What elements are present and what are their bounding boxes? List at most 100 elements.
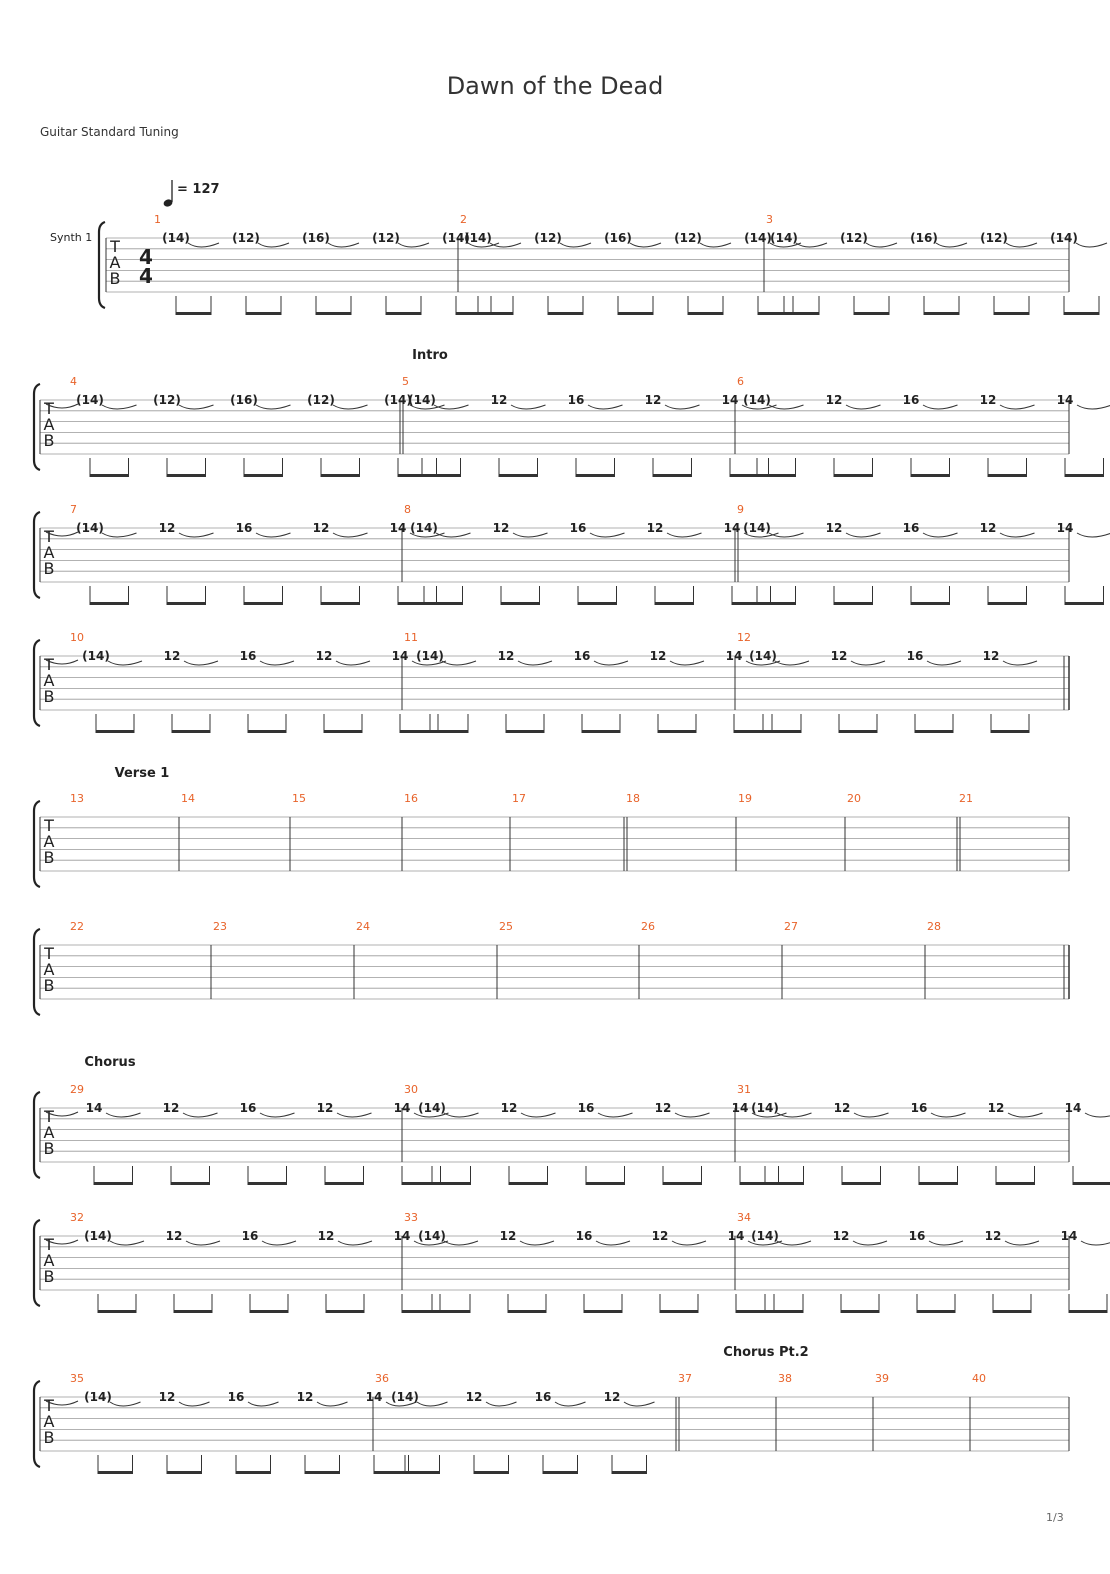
fret-number: 14 — [86, 1101, 103, 1115]
tie-arc — [664, 404, 700, 410]
tie-arc — [178, 404, 214, 410]
measure-number: 30 — [404, 1083, 418, 1096]
system-bracket — [32, 799, 41, 889]
measure-number: 38 — [778, 1372, 792, 1385]
fret-number: 16 — [911, 1101, 928, 1115]
tie-arc — [385, 1401, 417, 1407]
fret-number: 14 — [728, 1229, 745, 1243]
fret-number: (12) — [372, 231, 400, 245]
fret-number: 12 — [159, 1390, 176, 1404]
tie-arc — [776, 1112, 812, 1118]
tie-arc — [1084, 1112, 1110, 1118]
tab-clef-letter: T — [43, 1107, 54, 1126]
fret-number: (14) — [770, 231, 798, 245]
fret-number: (14) — [76, 393, 104, 407]
measure-number: 16 — [404, 792, 418, 805]
tab-clef-letter: B — [110, 269, 121, 288]
page-number: 1/3 — [1046, 1511, 1064, 1524]
fret-number: (12) — [307, 393, 335, 407]
fret-number: 12 — [985, 1229, 1002, 1243]
tie-arc — [930, 1112, 966, 1118]
tie-arc — [587, 404, 623, 410]
tie-arc — [666, 532, 702, 538]
measure-number: 21 — [959, 792, 973, 805]
tie-arc — [433, 404, 469, 410]
fret-number: (16) — [604, 231, 632, 245]
fret-number: 12 — [159, 521, 176, 535]
fret-number: 14 — [394, 1229, 411, 1243]
fret-number: 14 — [732, 1101, 749, 1115]
fret-number: 12 — [297, 1390, 314, 1404]
tie-arc — [435, 532, 471, 538]
measure-number: 40 — [972, 1372, 986, 1385]
tab-clef-letter: B — [44, 976, 55, 995]
tab-clef-letter: B — [44, 1428, 55, 1447]
fret-number: (14) — [743, 521, 771, 535]
fret-number: 16 — [568, 393, 585, 407]
tie-arc — [441, 660, 477, 666]
tie-arc — [922, 404, 958, 410]
measure-number: 35 — [70, 1372, 84, 1385]
quarter-note-icon — [163, 199, 173, 207]
fret-number: (14) — [743, 393, 771, 407]
fret-number: 16 — [578, 1101, 595, 1115]
tie-arc — [926, 660, 962, 666]
measure-number: 33 — [404, 1211, 418, 1224]
fret-number: (12) — [534, 231, 562, 245]
fret-number: (12) — [153, 393, 181, 407]
measure-number: 28 — [927, 920, 941, 933]
fret-number: 12 — [318, 1229, 335, 1243]
tie-arc — [257, 242, 290, 248]
tab-clef-letter: B — [44, 848, 55, 867]
tie-arc — [850, 660, 886, 666]
fret-number: 12 — [313, 521, 330, 535]
tab-clef-letter: B — [44, 1267, 55, 1286]
measure-number: 17 — [512, 792, 526, 805]
fret-number: (14) — [384, 393, 412, 407]
fret-number: 12 — [604, 1390, 621, 1404]
tie-arc — [928, 1240, 964, 1246]
tie-arc — [489, 242, 522, 248]
section-label: Intro — [412, 348, 448, 363]
system-bracket — [32, 510, 41, 600]
fret-number: 12 — [834, 1101, 851, 1115]
tie-arc — [1004, 1240, 1040, 1246]
measure-number: 7 — [70, 503, 77, 516]
tie-arc — [845, 532, 881, 538]
fret-number: 12 — [501, 1101, 518, 1115]
fret-number: 14 — [1061, 1229, 1078, 1243]
fret-number: 12 — [655, 1101, 672, 1115]
tie-arc — [629, 242, 662, 248]
tab-clef-letter: T — [43, 1235, 54, 1254]
measure-number: 37 — [678, 1372, 692, 1385]
fret-number: (16) — [910, 231, 938, 245]
section-label: Chorus Pt.2 — [723, 1345, 808, 1360]
fret-number: (14) — [416, 649, 444, 663]
tie-arc — [1007, 1112, 1043, 1118]
fret-number: 16 — [228, 1390, 245, 1404]
fret-number: 12 — [645, 393, 662, 407]
fret-number: (14) — [442, 231, 470, 245]
measure-number: 39 — [875, 1372, 889, 1385]
tie-arc — [109, 1240, 145, 1246]
tie-arc — [101, 532, 137, 538]
tab-clef-letter: A — [44, 415, 55, 434]
measure-number: 27 — [784, 920, 798, 933]
tie-arc — [853, 1112, 889, 1118]
fret-number: 14 — [724, 521, 741, 535]
tie-arc — [519, 1240, 555, 1246]
measure-number: 36 — [375, 1372, 389, 1385]
tie-arc — [411, 660, 447, 666]
fret-number: (14) — [751, 1229, 779, 1243]
fret-number: 12 — [826, 393, 843, 407]
tie-arc — [999, 532, 1035, 538]
tie-arc — [332, 532, 368, 538]
measure-number: 22 — [70, 920, 84, 933]
measure-number: 29 — [70, 1083, 84, 1096]
tie-arc — [101, 404, 137, 410]
fret-number: (14) — [84, 1229, 112, 1243]
fret-number: 16 — [909, 1229, 926, 1243]
tie-arc — [795, 242, 828, 248]
fret-number: 16 — [236, 521, 253, 535]
fret-number: 12 — [650, 649, 667, 663]
